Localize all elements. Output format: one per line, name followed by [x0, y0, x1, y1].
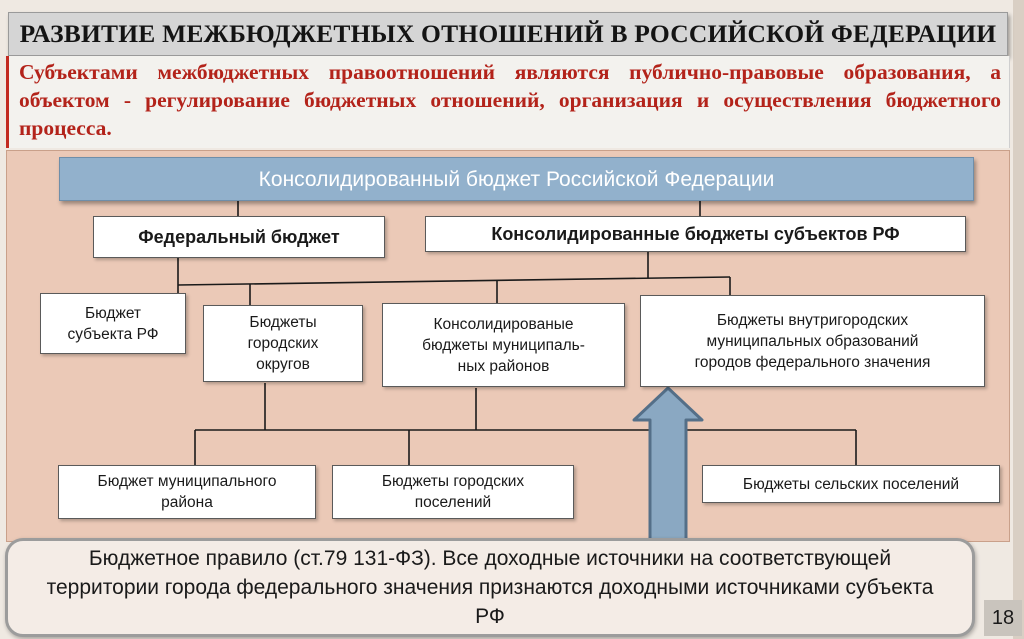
page-number: 18 — [984, 600, 1022, 636]
box-line: Бюджеты внутригородских — [716, 311, 909, 329]
page-title: РАЗВИТИЕ МЕЖБЮДЖЕТНЫХ ОТНОШЕНИЙ В РОССИЙ… — [19, 19, 997, 48]
box-line: Консолидированые — [433, 315, 574, 333]
box-line: Бюджет муниципального — [97, 473, 277, 490]
rural-settlements-label: Бюджеты сельских поселений — [742, 475, 960, 493]
box-line: Бюджеты городских — [381, 473, 525, 490]
intro-box: Субъектами межбюджетных правоотношений я… — [6, 56, 1010, 148]
box-line: городов федерального значения — [694, 353, 931, 371]
box-line: округов — [256, 356, 310, 373]
federal-budget-label: Федеральный бюджет — [138, 226, 340, 247]
rural-settlements-box: Бюджеты сельских поселений — [702, 465, 1000, 503]
regional-budgets-label: Консолидированные бюджеты субъектов РФ — [491, 223, 900, 244]
city-districts-box: Бюджеты городских округов — [203, 305, 363, 382]
box-line: городских — [247, 335, 319, 352]
root-box-consolidated-budget: Консолидированный бюджет Российской Феде… — [59, 157, 974, 201]
box-line: бюджеты муниципаль- — [422, 336, 585, 354]
urban-settlements-box: Бюджеты городских поселений — [332, 465, 574, 519]
title-bar: РАЗВИТИЕ МЕЖБЮДЖЕТНЫХ ОТНОШЕНИЙ В РОССИЙ… — [8, 12, 1008, 56]
box-line: поселений — [414, 494, 492, 511]
subject-budget-box: Бюджет субъекта РФ — [40, 293, 186, 354]
page-frame — [1013, 0, 1024, 639]
box-line: субъекта РФ — [67, 325, 159, 343]
box-line: ных районов — [457, 357, 550, 375]
budget-rule-box: Бюджетное правило (ст.79 131-ФЗ). Все до… — [5, 538, 975, 637]
municipal-district-budget-box: Бюджет муниципального района — [58, 465, 316, 519]
box-line: района — [161, 494, 213, 511]
intracity-budgets-box: Бюджеты внутригородских муниципальных об… — [640, 295, 985, 387]
regional-budgets-box: Консолидированные бюджеты субъектов РФ — [425, 216, 966, 252]
intro-text: Субъектами межбюджетных правоотношений я… — [19, 60, 1001, 140]
federal-budget-box: Федеральный бюджет — [93, 216, 385, 258]
root-box-label: Консолидированный бюджет Российской Феде… — [258, 167, 775, 191]
box-line: муниципальных образований — [706, 332, 919, 350]
box-line: Бюджет — [84, 304, 142, 322]
box-line: Бюджеты — [249, 314, 317, 331]
budget-rule-text: Бюджетное правило (ст.79 131-ФЗ). Все до… — [46, 547, 934, 628]
municipal-districts-box: Консолидированые бюджеты муниципаль- ных… — [382, 303, 625, 387]
